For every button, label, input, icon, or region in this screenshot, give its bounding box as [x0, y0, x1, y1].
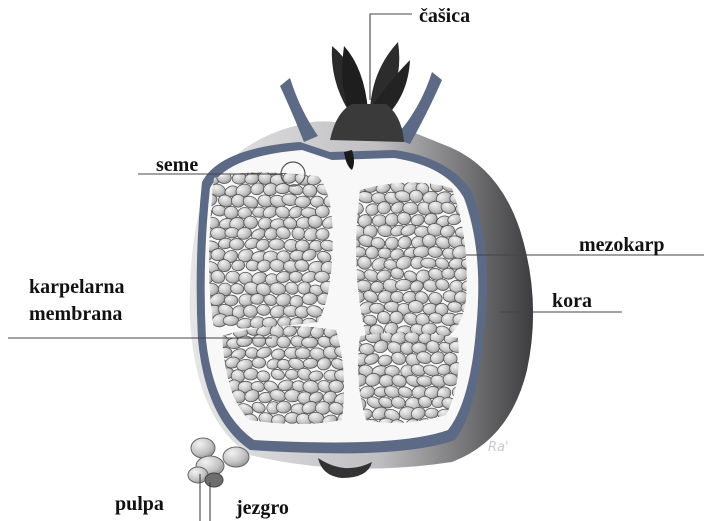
label-mesocarp: mezokarp: [579, 235, 665, 255]
aril: [269, 239, 285, 250]
aril: [229, 238, 244, 250]
aril: [303, 358, 318, 369]
label-rind: kora: [552, 291, 592, 311]
label-seed: seme: [156, 155, 198, 175]
label-carpel-membrane-line2: membrana: [29, 301, 125, 328]
aril: [223, 315, 239, 325]
label-calyx: čašica: [419, 6, 470, 26]
aril: [252, 358, 266, 369]
aril: [289, 271, 303, 282]
aril: [301, 337, 317, 348]
label-carpel-membrane: karpelarna membrana: [29, 274, 125, 328]
label-pulp: pulpa: [115, 494, 164, 514]
aril: [329, 380, 344, 392]
aril: [442, 268, 455, 279]
aril: [425, 408, 439, 419]
watermark: Ra': [488, 440, 509, 455]
label-carpel-membrane-line1: karpelarna: [29, 274, 125, 301]
aril: [315, 271, 330, 282]
aril: [243, 305, 258, 318]
label-kernel: jezgro: [236, 498, 289, 518]
aril: [391, 291, 405, 302]
aril: [225, 271, 240, 284]
